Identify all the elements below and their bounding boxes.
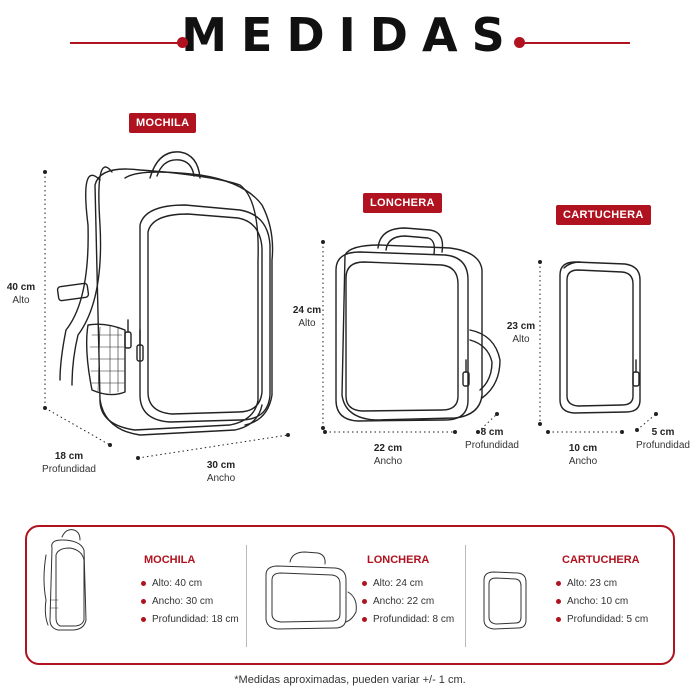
mochila-alto-value: 40 cm [6, 282, 36, 293]
cartuchera-tag: CARTUCHERA [556, 205, 651, 225]
spec-item: Profundidad: 8 cm [362, 613, 462, 631]
summary-lonchera: LONCHERA Alto: 24 cm Ancho: 22 cm Profun… [362, 554, 462, 631]
spec-item: Alto: 40 cm [141, 577, 246, 595]
lonchera-alto-label: Alto [298, 318, 316, 329]
summary-divider [465, 545, 466, 647]
title-line-left [70, 42, 180, 44]
mochila-tag: MOCHILA [129, 113, 197, 133]
mochila-ancho-label: Ancho [206, 473, 236, 484]
cartuchera-ancho-label: Ancho [568, 456, 598, 467]
summary-panel [25, 525, 675, 665]
lonchera-prof-label: Profundidad [465, 440, 519, 451]
lunchbox-thumbnail [265, 551, 357, 630]
lunchbox-illustration [335, 227, 501, 422]
title-dot-right [514, 37, 525, 48]
lonchera-ancho-label: Ancho [373, 456, 403, 467]
spec-item: Ancho: 22 cm [362, 595, 462, 613]
title-dot-left [177, 37, 188, 48]
footnote: *Medidas aproximadas, pueden variar +/- … [234, 674, 466, 686]
summary-mochila-title: MOCHILA [144, 554, 196, 566]
summary-divider [246, 545, 247, 647]
lonchera-alto-value: 24 cm [292, 305, 322, 316]
cartuchera-prof-value: 5 cm [651, 427, 675, 438]
mochila-ancho-dimension: 30 cm Ancho [196, 459, 246, 485]
spec-item: Ancho: 10 cm [556, 595, 666, 613]
backpack-thumbnail [43, 529, 87, 631]
spec-item: Alto: 23 cm [556, 577, 666, 595]
mochila-alto-dimension: 40 cm Alto [0, 281, 42, 307]
mochila-ancho-value: 30 cm [206, 460, 236, 471]
lonchera-prof-value: 8 cm [480, 427, 504, 438]
cartuchera-alto-dimension: 23 cm Alto [500, 320, 542, 346]
mochila-prof-dimension: 18 cm Profundidad [30, 450, 108, 476]
backpack-illustration [56, 151, 274, 436]
spec-item: Ancho: 30 cm [141, 595, 246, 613]
lonchera-ancho-value: 22 cm [373, 443, 403, 454]
cartuchera-alto-label: Alto [512, 334, 530, 345]
page-title: MEDIDAS [181, 8, 519, 62]
summary-cartuchera: CARTUCHERA Alto: 23 cm Ancho: 10 cm Prof… [556, 554, 666, 631]
mochila-prof-label: Profundidad [42, 464, 96, 475]
cartuchera-prof-label: Profundidad [636, 440, 690, 451]
cartuchera-ancho-dimension: 10 cm Ancho [558, 442, 608, 468]
cartuchera-alto-value: 23 cm [506, 321, 536, 332]
cartuchera-prof-dimension: 5 cm Profundidad [630, 426, 696, 452]
lonchera-prof-dimension: 8 cm Profundidad [456, 426, 528, 452]
spec-item: Alto: 24 cm [362, 577, 462, 595]
pencil-case-illustration [559, 261, 641, 414]
spec-item: Profundidad: 5 cm [556, 613, 666, 631]
pencil-case-thumbnail [483, 571, 527, 630]
lonchera-alto-dimension: 24 cm Alto [286, 304, 328, 330]
summary-mochila: MOCHILA Alto: 40 cm Ancho: 30 cm Profund… [141, 554, 246, 631]
summary-lonchera-title: LONCHERA [367, 554, 430, 566]
title-line-right [520, 42, 630, 44]
spec-item: Profundidad: 18 cm [141, 613, 246, 631]
mochila-prof-value: 18 cm [54, 451, 84, 462]
mochila-alto-label: Alto [12, 295, 30, 306]
lonchera-tag: LONCHERA [363, 193, 442, 213]
lonchera-ancho-dimension: 22 cm Ancho [362, 442, 414, 468]
cartuchera-ancho-value: 10 cm [568, 443, 598, 454]
summary-cartuchera-title: CARTUCHERA [562, 554, 640, 566]
